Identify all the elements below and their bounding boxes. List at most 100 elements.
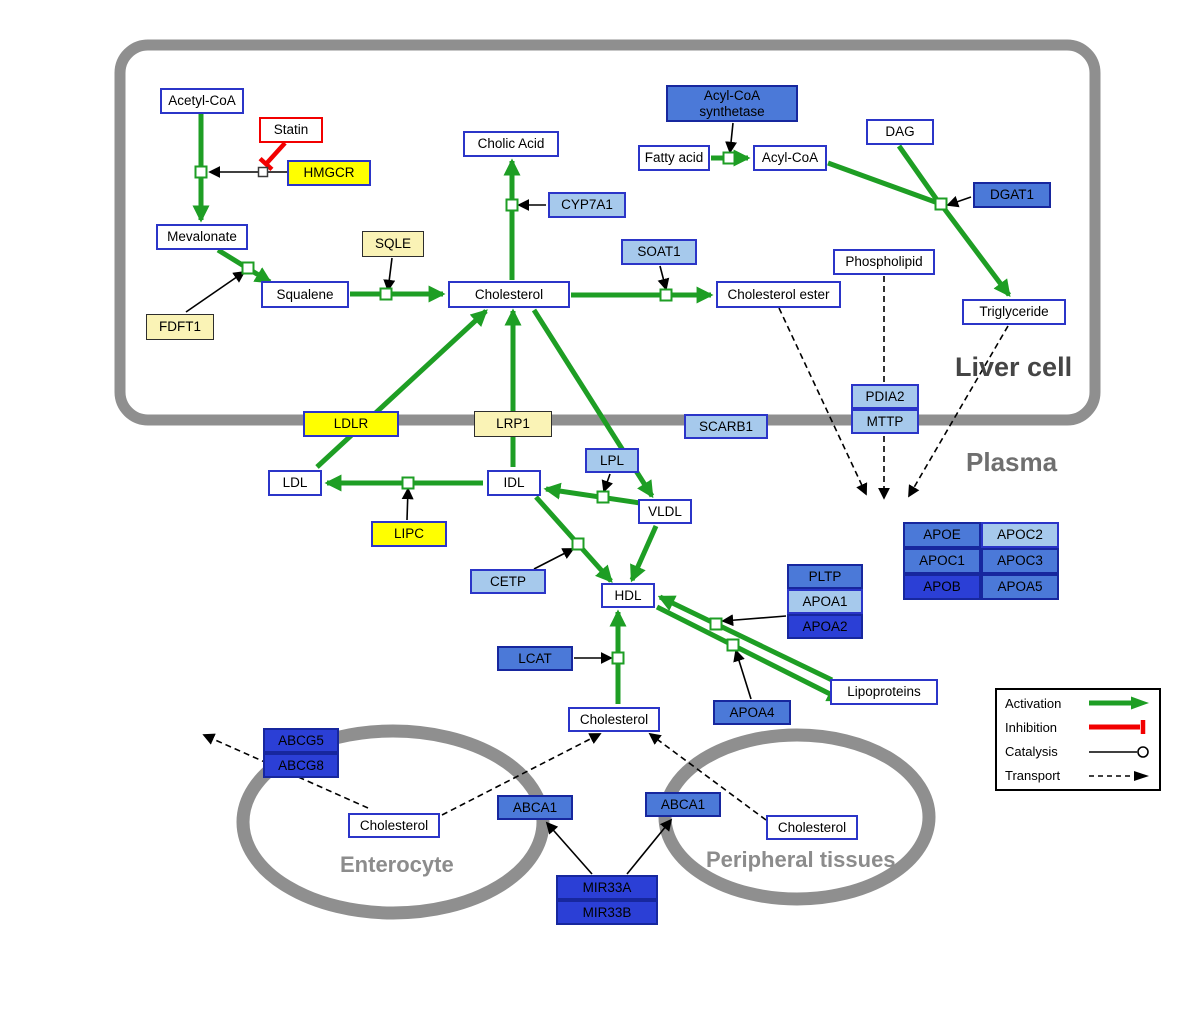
liver-cell-membrane <box>114 39 1101 426</box>
legend-catalysis-label: Catalysis <box>1005 744 1058 760</box>
activation-edge-hdl-to-lipoproteins <box>655 604 845 703</box>
reaction-node <box>241 261 255 275</box>
lrp1-node[interactable]: LRP1 <box>474 411 552 437</box>
reaction-node <box>934 197 948 211</box>
inhibition-tbar <box>258 156 274 172</box>
legend-row-inhibition: Inhibition <box>1005 719 1151 735</box>
mir33a-node[interactable]: MIR33A <box>556 875 658 900</box>
pltp-node[interactable]: PLTP <box>787 564 863 589</box>
peripheral-tissues-label: Peripheral tissues <box>706 847 896 872</box>
reaction-node <box>401 476 415 490</box>
acyl-coa-node[interactable]: Acyl-CoA <box>753 145 827 171</box>
acetyl-coa-node[interactable]: Acetyl-CoA <box>160 88 244 114</box>
fdft1-node[interactable]: FDFT1 <box>146 314 214 340</box>
catalysis-circle-icon <box>1089 745 1149 758</box>
dag-node[interactable]: DAG <box>866 119 934 145</box>
cholesterol-ester-node[interactable]: Cholesterol ester <box>716 281 841 308</box>
apoe-node[interactable]: APOE <box>903 522 981 548</box>
mir33b-node[interactable]: MIR33B <box>556 900 658 925</box>
lipoproteins-node[interactable]: Lipoproteins <box>830 679 938 705</box>
catalysis-edge-soat1-to-reaction-cholesterol-ester <box>657 265 670 291</box>
abcg5-node[interactable]: ABCG5 <box>263 728 339 753</box>
cholesterol-plasma-node[interactable]: Cholesterol <box>568 707 660 732</box>
acyl-coa-synthetase-node[interactable]: Acyl-CoA synthetase <box>666 85 798 122</box>
lpl-node[interactable]: LPL <box>585 448 639 473</box>
statin-node[interactable]: Statin <box>259 117 323 143</box>
inhibition-tbar-icon <box>1089 720 1146 735</box>
cetp-node[interactable]: CETP <box>470 569 546 594</box>
transport-edge-triglyceride-to-lipoprotein-assembly <box>908 325 1009 498</box>
peripheral-tissues-membrane <box>658 728 936 906</box>
catalysis-edge-acyl-coa-synthetase-to-reaction-fattyacid-acylcoa <box>725 122 738 154</box>
fatty-acid-node[interactable]: Fatty acid <box>638 145 710 171</box>
transport-edge-cholesterol-ester-to-lipoprotein-assembly <box>778 307 868 496</box>
squalene-node[interactable]: Squalene <box>261 281 349 308</box>
abca1-enterocyte-node[interactable]: ABCA1 <box>497 795 573 820</box>
scarb1-node[interactable]: SCARB1 <box>684 414 768 439</box>
lcat-node[interactable]: LCAT <box>497 646 573 671</box>
enterocyte-label: Enterocyte <box>340 852 454 877</box>
ldl-node[interactable]: LDL <box>268 470 322 496</box>
vldl-node[interactable]: VLDL <box>638 499 692 524</box>
mevalonate-node[interactable]: Mevalonate <box>156 224 248 250</box>
activation-edge-ldl-to-cholesterol-liver <box>315 309 488 469</box>
cholesterol-enterocyte-node[interactable]: Cholesterol <box>348 813 440 838</box>
catalysis-edge-lpl-to-reaction-vldl-idl <box>601 473 614 493</box>
activation-edge-lipoproteins-to-hdl <box>657 594 834 683</box>
cyp7a1-node[interactable]: CYP7A1 <box>548 192 626 218</box>
reaction-node <box>611 651 625 665</box>
apoc2-node[interactable]: APOC2 <box>981 522 1059 548</box>
hdl-node[interactable]: HDL <box>601 583 655 608</box>
inhibition-junction-node <box>257 166 269 178</box>
plasma-label: Plasma <box>966 447 1058 477</box>
transport-dashed-arrow-icon <box>1089 770 1149 781</box>
mttp-node[interactable]: MTTP <box>851 409 919 434</box>
ldlr-node[interactable]: LDLR <box>303 411 399 437</box>
abcg8-node[interactable]: ABCG8 <box>263 753 339 778</box>
reaction-node <box>722 151 736 165</box>
dgat1-node[interactable]: DGAT1 <box>973 182 1051 208</box>
legend-inhibition-label: Inhibition <box>1005 719 1058 735</box>
edge-layer <box>185 114 1011 875</box>
cholic-acid-node[interactable]: Cholic Acid <box>463 131 559 157</box>
lipc-node[interactable]: LIPC <box>371 521 447 547</box>
activation-edge-vldl-to-idl <box>543 482 641 506</box>
apoa4-node[interactable]: APOA4 <box>713 700 791 725</box>
soat1-node[interactable]: SOAT1 <box>621 239 697 265</box>
phospholipid-node[interactable]: Phospholipid <box>833 249 935 275</box>
catalysis-edge-apoa4-to-reaction-hdl-lipoproteins <box>733 649 752 700</box>
cholesterol-liver-node[interactable]: Cholesterol <box>448 281 570 308</box>
catalysis-edge-apoa2-to-reaction-lipoproteins-hdl <box>721 614 787 627</box>
legend-activation-label: Activation <box>1005 695 1062 711</box>
apoa1-node[interactable]: APOA1 <box>787 589 863 614</box>
reaction-node <box>571 537 585 551</box>
activation-edge-dgat1-junction-to-triglyceride <box>941 205 1011 298</box>
pdia2-node[interactable]: PDIA2 <box>851 384 919 409</box>
abca1-peripheral-node[interactable]: ABCA1 <box>645 792 721 817</box>
apoa2-node[interactable]: APOA2 <box>787 614 863 639</box>
reaction-square-layer <box>194 151 948 665</box>
catalysis-edge-dgat1-to-reaction-triglyceride <box>946 195 972 208</box>
reaction-node <box>596 490 610 504</box>
apoc3-node[interactable]: APOC3 <box>981 548 1059 574</box>
apob-node[interactable]: APOB <box>903 574 981 600</box>
legend-row-transport: Transport <box>1005 768 1151 784</box>
idl-node[interactable]: IDL <box>487 470 541 496</box>
cholesterol-peripheral-node[interactable]: Cholesterol <box>766 815 858 840</box>
reaction-node <box>709 617 723 631</box>
reaction-node <box>659 288 673 302</box>
reaction-node <box>726 638 740 652</box>
enterocyte-membrane <box>236 724 550 920</box>
transport-edge-cholesterol-peripheral-to-cholesterol-plasma <box>648 732 767 821</box>
catalysis-edge-mir33b-to-abca1-peripheral <box>626 818 673 875</box>
hmgcr-node[interactable]: HMGCR <box>287 160 371 186</box>
apoc1-node[interactable]: APOC1 <box>903 548 981 574</box>
catalysis-edge-sqle-to-reaction-squalene-cholesterol <box>383 257 396 292</box>
sqle-node[interactable]: SQLE <box>362 231 424 257</box>
catalysis-edge-cetp-to-reaction-idl-hdl <box>533 548 575 570</box>
activation-edge-acyl-coa-to-dgat1-junction <box>827 160 939 206</box>
catalysis-edge-mir33a-to-abca1-enterocyte <box>545 821 593 875</box>
triglyceride-node[interactable]: Triglyceride <box>962 299 1066 325</box>
apoa5-node[interactable]: APOA5 <box>981 574 1059 600</box>
